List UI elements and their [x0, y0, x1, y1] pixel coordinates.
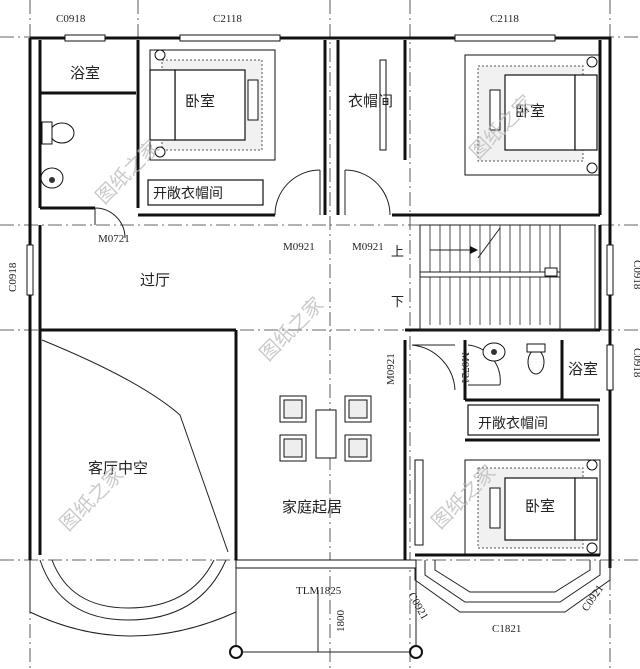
code-right-c0918-a: C0918 [631, 260, 640, 290]
living-void-edge [41, 339, 229, 553]
wardrobes [147, 59, 599, 546]
room-label-walkin-nw: 开敞衣帽间 [153, 186, 223, 202]
bed-se [464, 459, 601, 556]
stair [419, 224, 596, 331]
room-label-walkin-se: 开敞衣帽间 [478, 416, 548, 432]
dining-set [279, 395, 372, 462]
code-m0921-a: M0921 [283, 241, 315, 253]
code-left-c0918: C0918 [7, 262, 19, 292]
watermark-3: 图纸之家 [255, 292, 329, 366]
bed-ne [464, 54, 601, 176]
code-m0921-c: M0921 [385, 353, 397, 385]
room-label-family-room: 家庭起居 [282, 498, 342, 516]
bath-fixtures [40, 121, 546, 375]
bed-nw [149, 49, 276, 161]
room-label-bedroom-se: 卧室 [525, 497, 555, 515]
code-tlm1825: TLM1825 [296, 585, 342, 597]
code-top-c0918: C0918 [56, 13, 86, 25]
code-c1821: C1821 [492, 623, 521, 635]
room-label-closet: 衣帽间 [348, 92, 393, 110]
room-label-bath-nw: 浴室 [70, 64, 100, 82]
opening-codes: C0918 C2118 C2118 M0721 M0921 M0921 C091… [7, 13, 640, 635]
room-label-bedroom-nw: 卧室 [185, 92, 215, 110]
room-label-bath-se: 浴室 [568, 360, 598, 378]
stair-treads [429, 225, 551, 325]
code-m0921-b: M0921 [352, 241, 384, 253]
code-m0721-a: M0721 [98, 233, 130, 245]
code-c0921-a: C0921 [405, 591, 430, 622]
stair-down-label: 下 [391, 295, 404, 310]
bay-windows [29, 559, 611, 637]
code-m0721-b: M0721 [459, 352, 471, 384]
code-top-c2118-a: C2118 [213, 13, 242, 25]
balcony [229, 559, 423, 659]
exterior-walls [26, 34, 614, 568]
code-right-c0918-b: C0918 [631, 348, 640, 378]
room-label-living-void: 客厅中空 [88, 459, 148, 477]
stair-up-label: 上 [391, 245, 404, 260]
room-labels: 浴室 卧室 衣帽间 卧室 开敞衣帽间 过厅 客厅中空 家庭起居 浴室 开敞衣帽间… [70, 64, 598, 516]
code-top-c2118-b: C2118 [490, 13, 519, 25]
code-dim-1800: 1800 [335, 610, 347, 633]
room-label-bedroom-ne: 卧室 [515, 102, 545, 120]
room-label-hall: 过厅 [140, 271, 170, 289]
